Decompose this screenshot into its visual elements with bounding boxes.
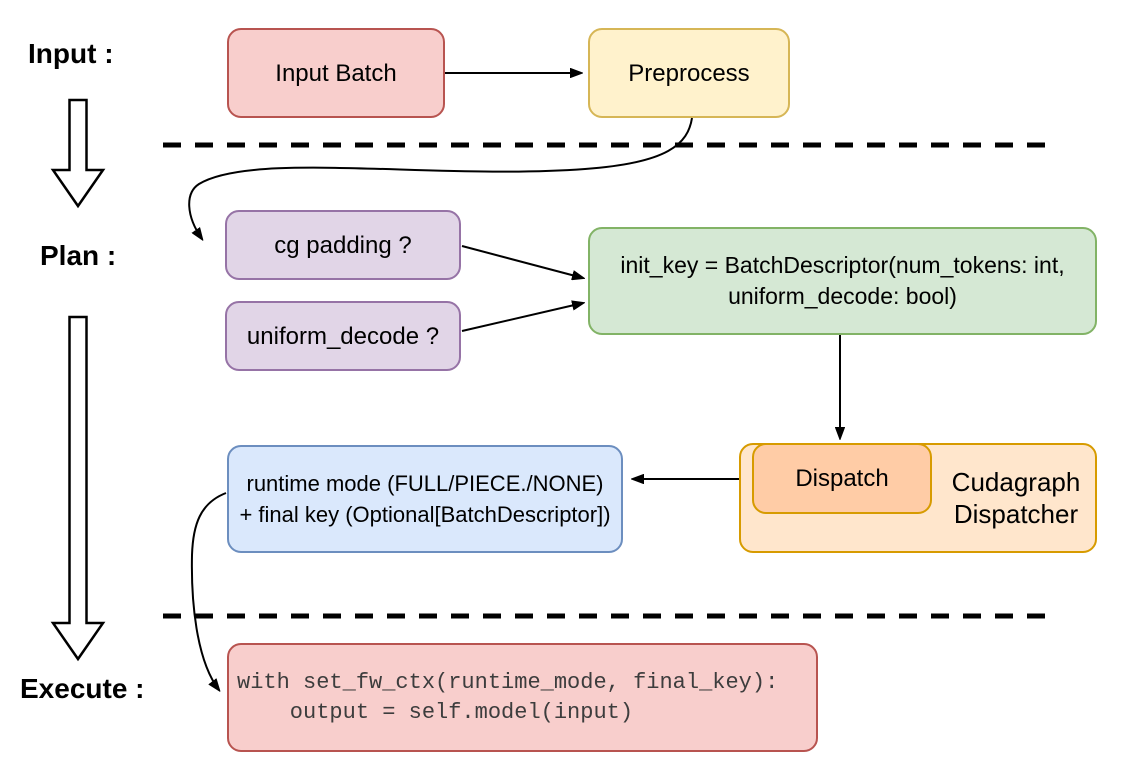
dispatch-node: Dispatch <box>752 443 932 514</box>
plan-down-arrow <box>50 315 106 662</box>
init-key-node: init_key = BatchDescriptor(num_tokens: i… <box>588 227 1097 335</box>
curve-runtime-mode-to-execute <box>190 492 227 690</box>
cudagraph-line1: Cudagraph <box>951 467 1081 497</box>
dispatch-label: Dispatch <box>795 465 889 492</box>
execute-code-line1: with set_fw_ctx(runtime_mode, final_key)… <box>237 669 779 695</box>
init-key-line2: uniform_decode: bool) <box>728 283 957 309</box>
cg-padding-label: cg padding ? <box>274 231 412 259</box>
cudagraph-line2: Dispatcher <box>953 499 1079 529</box>
runtime-mode-line1: runtime mode (FULL/PIECE./NONE) <box>246 471 604 496</box>
runtime-mode-node: runtime mode (FULL/PIECE./NONE) + final … <box>227 445 623 553</box>
cg-padding-node: cg padding ? <box>225 210 461 280</box>
execute-phase-label: Execute : <box>20 673 145 704</box>
plan-phase-label: Plan : <box>40 240 117 271</box>
cudagraph-dispatcher-label: Cudagraph Dispatcher <box>936 445 1096 551</box>
uniform-decode-label: uniform_decode ? <box>246 322 440 350</box>
init-key-line1: init_key = BatchDescriptor(num_tokens: i… <box>620 252 1065 278</box>
execute-code-block: with set_fw_ctx(runtime_mode, final_key)… <box>229 668 778 728</box>
uniform-decode-node: uniform_decode ? <box>225 301 461 371</box>
preprocess-node: Preprocess <box>588 28 790 118</box>
input-phase-label: Input : <box>28 38 114 69</box>
input-down-arrow <box>50 98 106 209</box>
runtime-mode-line2: + final key (Optional[BatchDescriptor]) <box>239 502 611 527</box>
input-batch-label: Input Batch <box>275 59 397 87</box>
arrow-uniform-decode-to-init-key <box>461 303 583 332</box>
execute-code-line2: output = self.model(input) <box>237 699 634 725</box>
execute-code-node: with set_fw_ctx(runtime_mode, final_key)… <box>227 643 818 752</box>
input-batch-node: Input Batch <box>227 28 445 118</box>
arrow-cg-padding-to-init-key <box>461 245 583 278</box>
preprocess-label: Preprocess <box>628 59 750 87</box>
